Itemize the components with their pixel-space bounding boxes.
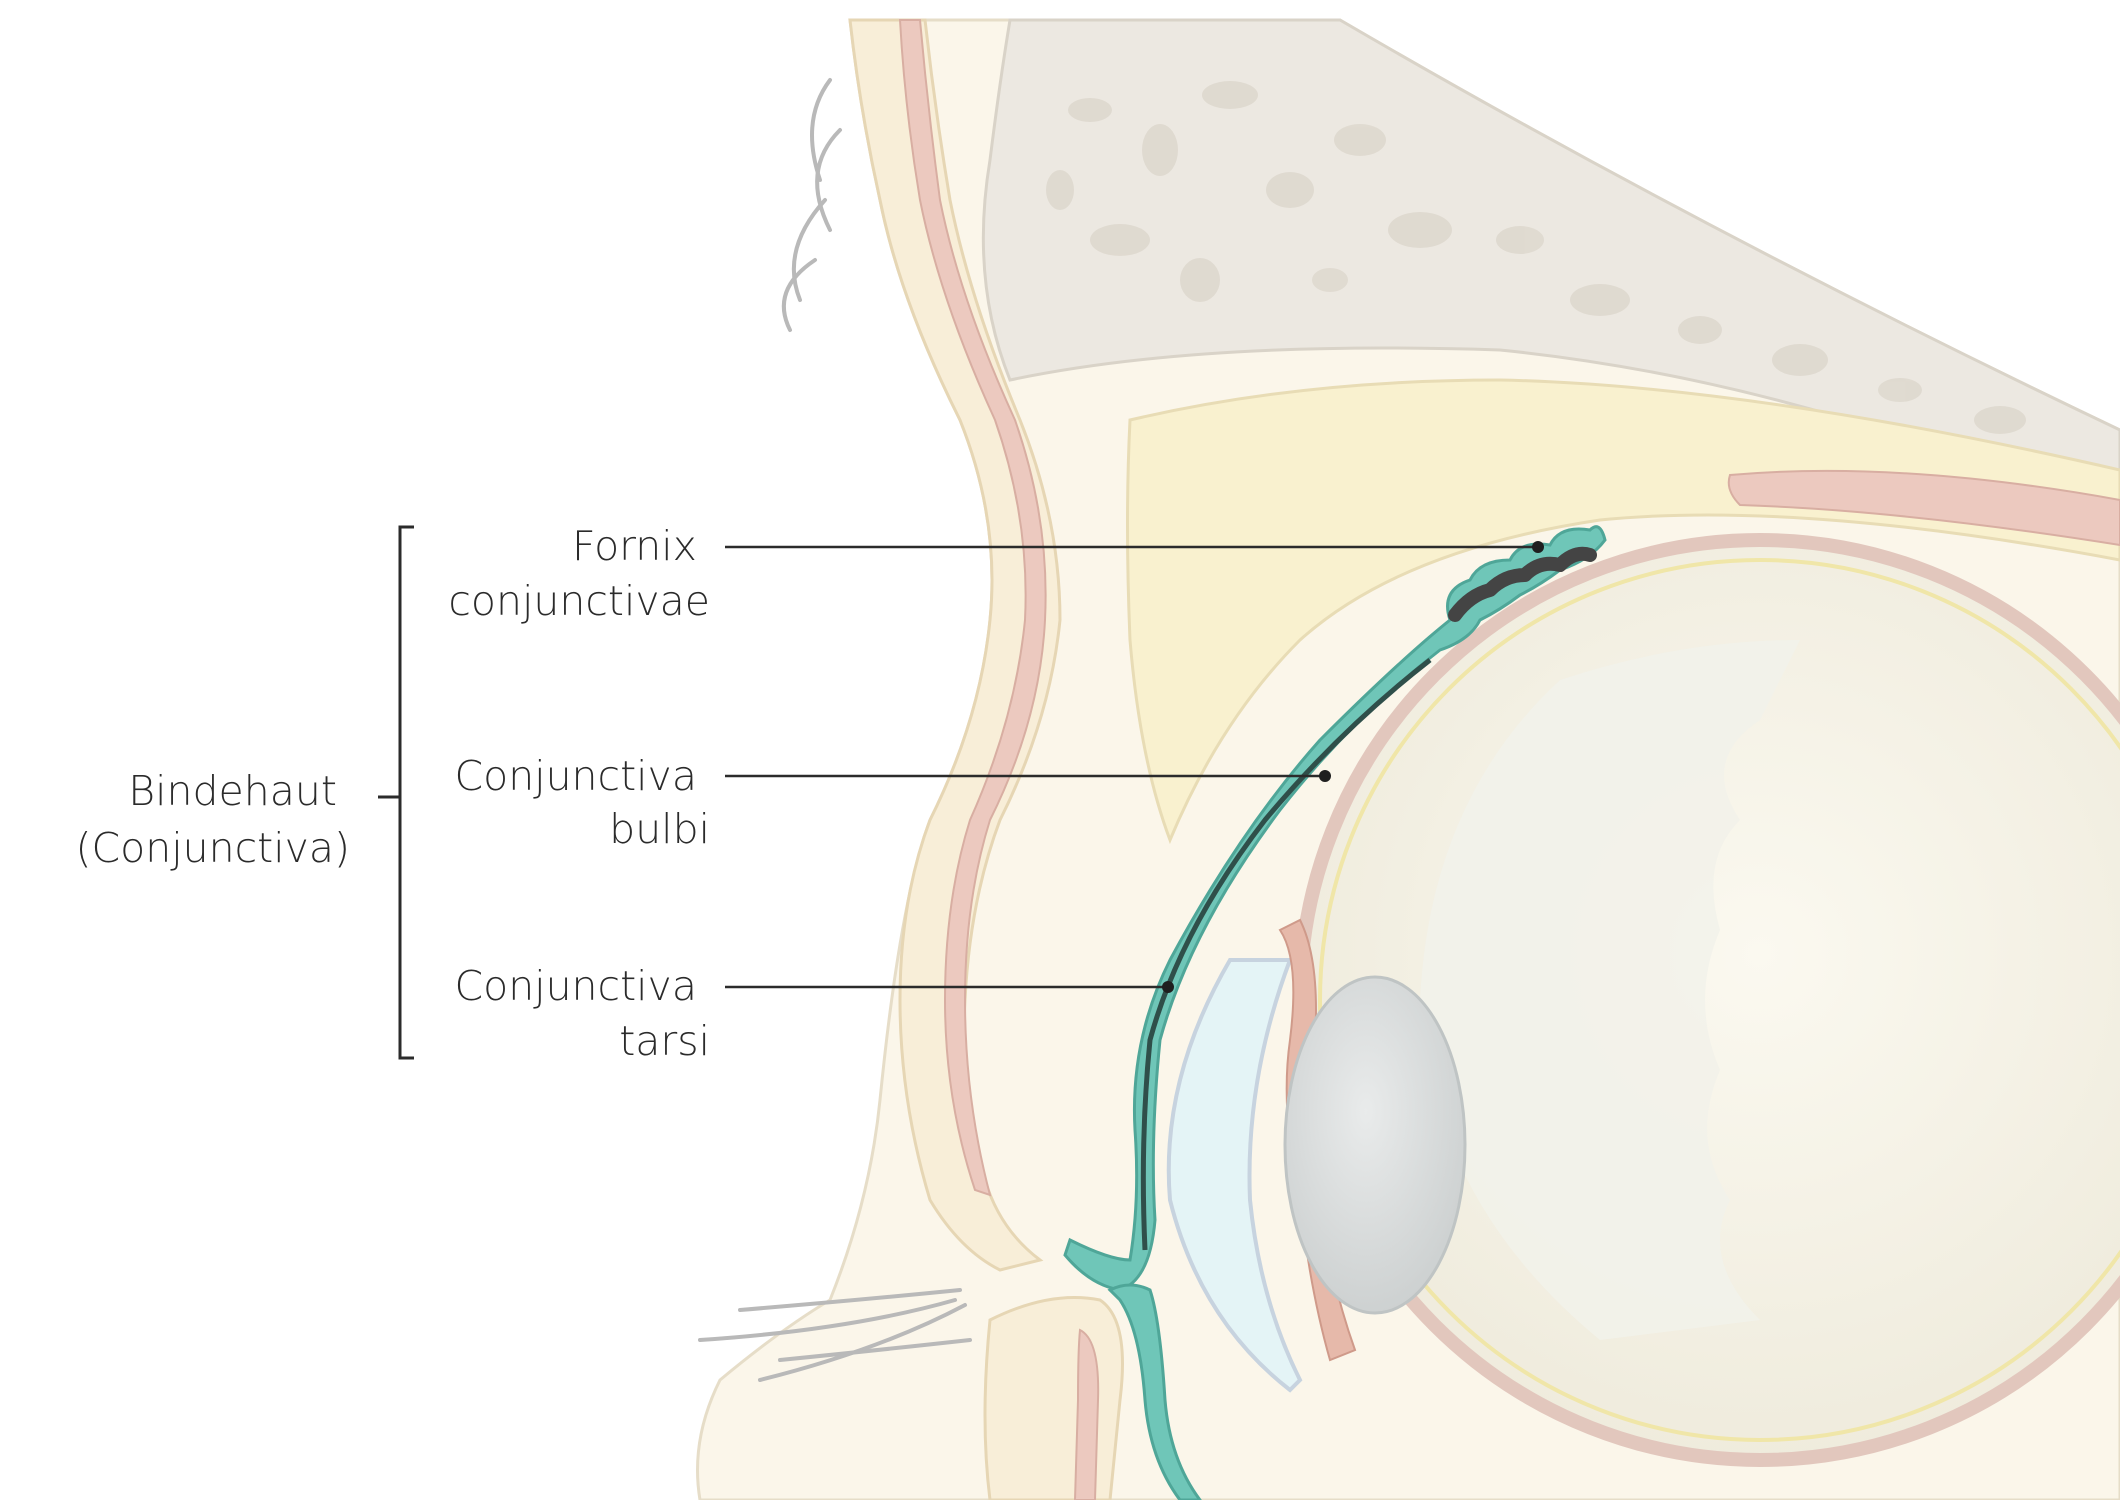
cornea [1166, 958, 1303, 1393]
conjunctiva-lower [1107, 1283, 1202, 1500]
label-bulbi-line1: Conjunctiva [454, 752, 696, 800]
vitreous-shading [1420, 640, 1800, 1340]
label-tarsi: Conjunctiva tarsi [454, 962, 710, 1065]
choroid-layer [1318, 558, 2120, 1442]
levator-muscle [1727, 469, 2120, 547]
group-bracket [378, 525, 414, 1060]
eyelashes [698, 78, 972, 1382]
conjunctiva-fornix-fold [1448, 546, 1597, 622]
label-fornix: Fornix conjunctivae [448, 522, 710, 625]
label-bulbi-line2: bulbi [609, 805, 710, 853]
lower-eyelid [983, 1296, 1124, 1500]
conjunctiva [1063, 525, 1607, 1500]
label-fornix-line2: conjunctivae [448, 577, 710, 625]
label-fornix-line1: Fornix [572, 522, 697, 570]
conjunctiva-outer [1063, 525, 1607, 1292]
upper-eyelid-skin [848, 18, 1062, 1272]
orbicularis-muscle [898, 19, 1047, 1197]
label-tarsi-line2: tarsi [619, 1017, 710, 1065]
frontal-bone [981, 18, 2120, 522]
conjunctiva-inner-line [1140, 658, 1432, 1251]
lens [1283, 975, 1467, 1315]
label-bulbi: Conjunctiva bulbi [454, 752, 710, 853]
leader-dot-fornix [1532, 541, 1544, 553]
group-label-line1: Bindehaut [128, 767, 337, 815]
label-tarsi-line1: Conjunctiva [454, 962, 696, 1010]
group-label-line2: (Conjunctiva) [76, 824, 350, 872]
lower-eyelid-muscle [1073, 1328, 1100, 1500]
label-layer: Bindehaut (Conjunctiva) Fornix conjuncti… [76, 522, 1544, 1065]
leader-dot-tarsi [1162, 981, 1174, 993]
bone-pores [1046, 81, 2026, 434]
group-label: Bindehaut (Conjunctiva) [76, 767, 350, 872]
eye-section-illustration [696, 18, 2120, 1500]
leader-dot-bulbi [1319, 770, 1331, 782]
